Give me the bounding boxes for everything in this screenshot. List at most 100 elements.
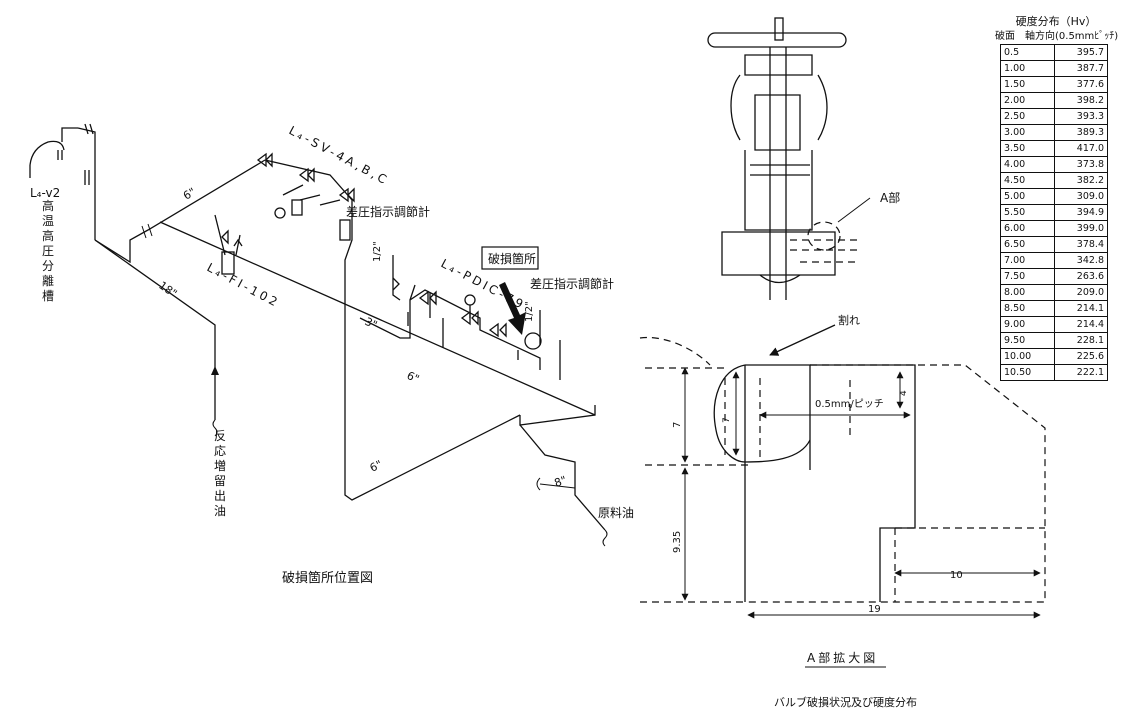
line-6in-label-c: 6" xyxy=(368,458,384,475)
hardness-cell: 214.1 xyxy=(1053,300,1108,317)
tag-flow-indicator: L₄-FI-102 xyxy=(205,260,283,310)
hardness-cell: 395.7 xyxy=(1053,44,1108,61)
damage-arrow xyxy=(499,282,526,335)
position-cell: 9.50 xyxy=(1000,332,1055,349)
hardness-cell: 393.3 xyxy=(1053,108,1108,125)
hardness-cell: 222.1 xyxy=(1053,364,1108,381)
position-cell: 3.50 xyxy=(1000,140,1055,157)
dp-meter-label-1: 差圧指示調節計 xyxy=(346,204,430,219)
position-cell: 1.00 xyxy=(1000,60,1055,77)
dim-10: 10 xyxy=(950,570,963,581)
position-cell: 7.00 xyxy=(1000,252,1055,269)
line-3in-label: 3" xyxy=(363,315,379,332)
position-cell: 4.00 xyxy=(1000,156,1055,173)
control-valve-station xyxy=(359,255,561,380)
line-6in-label-a: 6" xyxy=(181,185,198,202)
valve-body xyxy=(721,231,836,276)
position-cell: 6.50 xyxy=(1000,236,1055,253)
tag-safety-valve: L₄-SV-4A,B,C xyxy=(287,123,392,188)
damage-location-label: 破損箇所 xyxy=(488,251,536,266)
hardness-title: 硬度分布（Hv） xyxy=(1015,15,1097,28)
crack-zone xyxy=(713,364,811,463)
position-cell: 10.00 xyxy=(1000,348,1055,365)
vessel-name: 高温高圧分離槽 xyxy=(42,198,54,303)
hardness-cell: 377.6 xyxy=(1053,76,1108,93)
line-8in-label: 8" xyxy=(553,473,569,489)
valve-section-drawing: A部 xyxy=(707,17,900,300)
damaged-valve-symbol xyxy=(524,332,542,350)
hardness-cell: 399.0 xyxy=(1053,220,1108,237)
vessel-label: L₄-v2 xyxy=(30,186,60,200)
position-cell: 9.00 xyxy=(1000,316,1055,333)
position-cell: 8.50 xyxy=(1000,300,1055,317)
pipe-18in xyxy=(94,239,216,355)
hardness-cell: 378.4 xyxy=(1053,236,1108,253)
feed-oil-label: 原料油 xyxy=(598,506,634,520)
position-cell: 8.00 xyxy=(1000,284,1055,301)
hardness-cell: 309.0 xyxy=(1053,188,1108,205)
position-cell: 0.5 xyxy=(1000,44,1055,61)
hardness-cell: 228.1 xyxy=(1053,332,1108,349)
dim-9-35: 9.35 xyxy=(672,531,683,553)
pipe-6in-bypass xyxy=(264,159,521,501)
outlet-label: 反応増留出油 xyxy=(214,429,226,518)
half-inch-label-b: 1/2" xyxy=(524,301,535,322)
page-caption: バルブ破損状況及び硬度分布 xyxy=(774,695,917,709)
pitch-label: 0.5mm/ピッチ xyxy=(815,398,884,410)
dp-meter-label-2: 差圧指示調節計 xyxy=(530,276,614,291)
crack-leader xyxy=(769,324,836,356)
hardness-cell: 389.3 xyxy=(1053,124,1108,141)
position-cell: 2.00 xyxy=(1000,92,1055,109)
position-cell: 1.50 xyxy=(1000,76,1055,93)
hardness-cell: 209.0 xyxy=(1053,284,1108,301)
position-cell: 4.50 xyxy=(1000,172,1055,189)
dim-7-outer: 7 xyxy=(672,422,683,428)
hardness-cell: 398.2 xyxy=(1053,92,1108,109)
vessel-riser-pipe xyxy=(77,127,96,240)
position-cell: 5.00 xyxy=(1000,188,1055,205)
safety-valves xyxy=(256,152,355,241)
position-cell: 7.50 xyxy=(1000,268,1055,285)
region-a-detail: 割れ 7 7 4 0.5mm/ピッチ 9.35 10 19 A部拡大図 xyxy=(639,313,1046,668)
separator-vessel xyxy=(29,140,65,166)
hardness-cell: 382.2 xyxy=(1053,172,1108,189)
hardness-cell: 263.6 xyxy=(1053,268,1108,285)
position-cell: 3.00 xyxy=(1000,124,1055,141)
crack-label: 割れ xyxy=(838,313,860,327)
piping-diagram: L₄-v2 高温高圧分離槽 反応増留出油 18" 6" 6" 6" 3" 8" … xyxy=(29,123,634,586)
hardness-cell: 387.7 xyxy=(1053,60,1108,77)
hardness-cell: 394.9 xyxy=(1053,204,1108,221)
hardness-cell: 373.8 xyxy=(1053,156,1108,173)
region-a-marker xyxy=(807,221,841,251)
half-inch-label-a: 1/2" xyxy=(372,241,383,262)
dim-19: 19 xyxy=(868,604,881,615)
hardness-cell: 225.6 xyxy=(1053,348,1108,365)
pipe-8in xyxy=(519,424,606,531)
position-cell: 10.50 xyxy=(1000,364,1055,381)
line-6in-label-b: 6" xyxy=(405,369,421,386)
flow-indicator xyxy=(214,214,243,275)
hardness-subtitle: 破面 軸方向(0.5mmﾋﾟｯﾁ) xyxy=(995,31,1119,42)
detail-caption: A部拡大図 xyxy=(807,650,878,665)
